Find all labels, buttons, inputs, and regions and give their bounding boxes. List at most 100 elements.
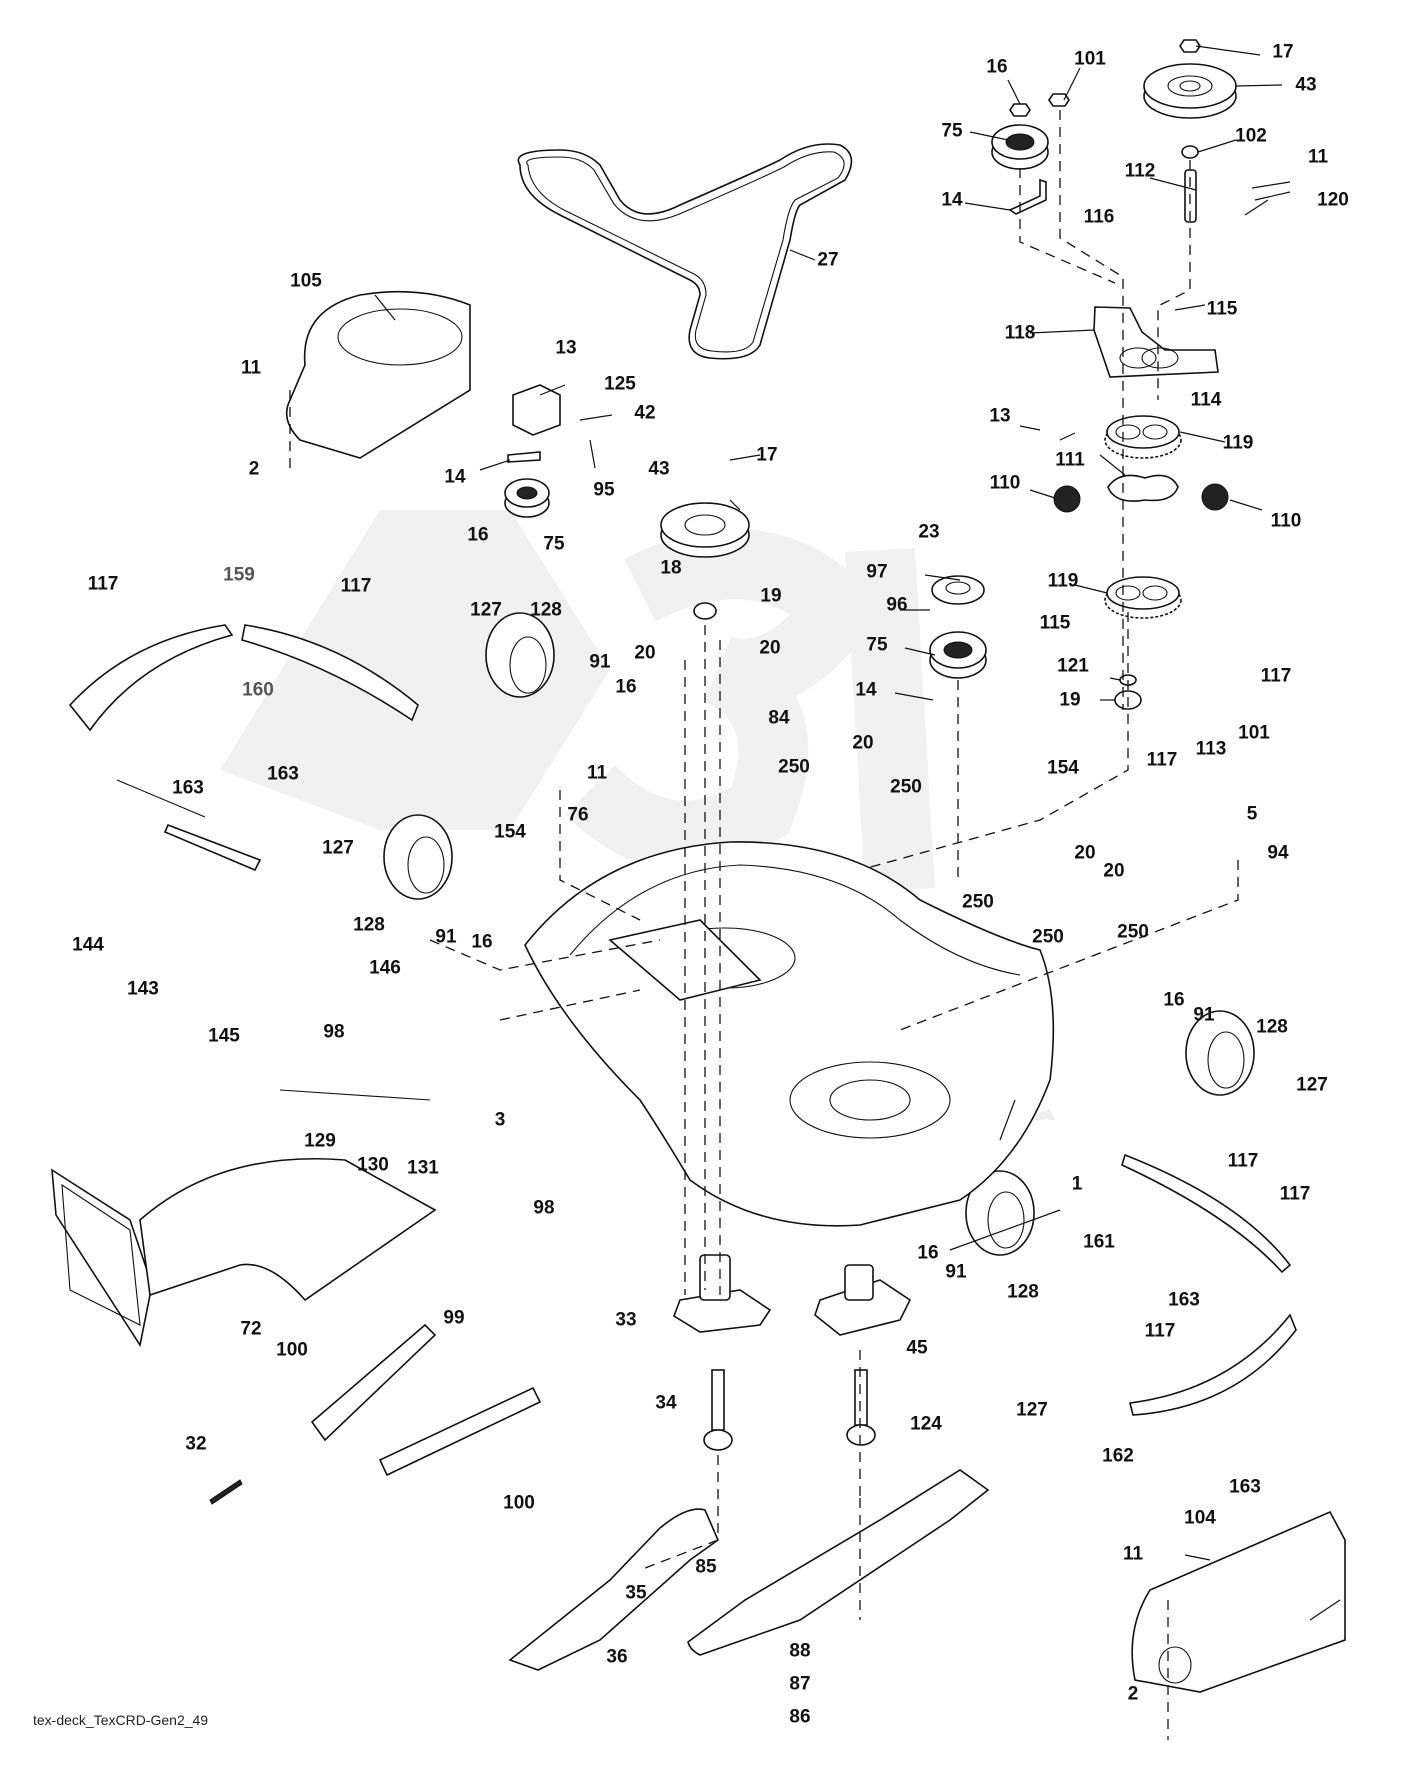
gear-110-right[interactable] bbox=[1201, 483, 1229, 511]
nut-101-top[interactable] bbox=[1048, 93, 1070, 107]
gauge-wheel-128-upper[interactable] bbox=[485, 612, 555, 698]
nut-17-top[interactable] bbox=[1179, 39, 1201, 53]
callout-163-a[interactable]: 163 bbox=[172, 777, 204, 799]
callout-19-right[interactable]: 19 bbox=[1059, 689, 1081, 711]
callout-100-lower[interactable]: 100 bbox=[503, 1492, 535, 1514]
callout-98-upper[interactable]: 98 bbox=[323, 1021, 345, 1043]
callout-117-d[interactable]: 117 bbox=[1146, 749, 1178, 771]
callout-16-left-wheel[interactable]: 16 bbox=[471, 931, 493, 953]
idler-pulley-75-center[interactable] bbox=[929, 631, 987, 679]
plate-118[interactable] bbox=[1093, 306, 1219, 378]
callout-33[interactable]: 33 bbox=[615, 1309, 637, 1331]
callout-45[interactable]: 45 bbox=[906, 1337, 928, 1359]
callout-14-top[interactable]: 14 bbox=[941, 189, 963, 211]
callout-91-lower[interactable]: 91 bbox=[945, 1261, 967, 1283]
gasket-111[interactable] bbox=[1107, 474, 1179, 502]
callout-111[interactable]: 111 bbox=[1055, 449, 1085, 471]
callout-127-lower[interactable]: 127 bbox=[1016, 1399, 1048, 1421]
callout-75-top[interactable]: 75 bbox=[941, 120, 963, 142]
callout-250-c[interactable]: 250 bbox=[962, 891, 994, 913]
callout-127-right[interactable]: 127 bbox=[1296, 1074, 1328, 1096]
callout-145[interactable]: 145 bbox=[208, 1025, 240, 1047]
callout-119-upper[interactable]: 119 bbox=[1222, 432, 1254, 454]
callout-17-top[interactable]: 17 bbox=[1272, 41, 1294, 63]
pulley-43-top[interactable] bbox=[1143, 63, 1237, 119]
callout-2-lower[interactable]: 2 bbox=[1127, 1683, 1139, 1705]
lift-arm-99-upper[interactable] bbox=[310, 1323, 437, 1442]
spindle-housing-45[interactable] bbox=[814, 1264, 912, 1336]
callout-17-center[interactable]: 17 bbox=[756, 444, 778, 466]
callout-127-upper[interactable]: 127 bbox=[470, 599, 502, 621]
idler-pulley-75-left[interactable] bbox=[504, 478, 550, 518]
callout-154-right[interactable]: 154 bbox=[1047, 757, 1079, 779]
callout-20-d[interactable]: 20 bbox=[1074, 842, 1096, 864]
callout-16-upper-wheel[interactable]: 16 bbox=[615, 676, 637, 698]
baffle-162[interactable] bbox=[1129, 1313, 1297, 1416]
callout-161[interactable]: 161 bbox=[1083, 1231, 1115, 1253]
callout-5[interactable]: 5 bbox=[1246, 803, 1258, 825]
callout-43-center[interactable]: 43 bbox=[648, 458, 670, 480]
spindle-bearing-124[interactable] bbox=[846, 1424, 876, 1446]
callout-163-c[interactable]: 163 bbox=[1168, 1289, 1200, 1311]
callout-114[interactable]: 114 bbox=[1190, 389, 1222, 411]
callout-101-top[interactable]: 101 bbox=[1074, 48, 1106, 70]
callout-11-left[interactable]: 11 bbox=[240, 357, 262, 379]
callout-88[interactable]: 88 bbox=[789, 1640, 811, 1662]
callout-117-f[interactable]: 117 bbox=[1279, 1183, 1311, 1205]
gear-119-upper[interactable] bbox=[1104, 415, 1182, 459]
callout-11-lower[interactable]: 11 bbox=[1122, 1543, 1144, 1565]
callout-95[interactable]: 95 bbox=[593, 479, 615, 501]
callout-117-g[interactable]: 117 bbox=[1144, 1320, 1176, 1342]
callout-113[interactable]: 113 bbox=[1195, 738, 1227, 760]
callout-110-left[interactable]: 110 bbox=[989, 472, 1021, 494]
callout-76[interactable]: 76 bbox=[567, 804, 589, 826]
callout-20-a[interactable]: 20 bbox=[634, 642, 656, 664]
callout-91-right[interactable]: 91 bbox=[1193, 1004, 1215, 1026]
callout-121[interactable]: 121 bbox=[1057, 655, 1089, 677]
pulley-43-center[interactable] bbox=[660, 502, 750, 558]
callout-72[interactable]: 72 bbox=[240, 1318, 262, 1340]
callout-143[interactable]: 143 bbox=[127, 978, 159, 1000]
callout-130[interactable]: 130 bbox=[357, 1154, 389, 1176]
gear-110-left[interactable] bbox=[1053, 485, 1081, 513]
callout-100-upper[interactable]: 100 bbox=[276, 1339, 308, 1361]
callout-102[interactable]: 102 bbox=[1235, 125, 1267, 147]
belt-cover-104[interactable] bbox=[1131, 1510, 1346, 1693]
callout-98-lower[interactable]: 98 bbox=[533, 1197, 555, 1219]
callout-16-lower-wheel[interactable]: 16 bbox=[917, 1242, 939, 1264]
callout-3[interactable]: 3 bbox=[494, 1109, 506, 1131]
callout-128-right[interactable]: 128 bbox=[1256, 1016, 1288, 1038]
callout-42[interactable]: 42 bbox=[634, 402, 656, 424]
callout-23[interactable]: 23 bbox=[918, 521, 940, 543]
callout-16-left[interactable]: 16 bbox=[467, 524, 489, 546]
bracket-125[interactable] bbox=[512, 384, 561, 436]
blade-35[interactable] bbox=[508, 1508, 719, 1671]
spring-32[interactable] bbox=[209, 1479, 243, 1505]
callout-163-d[interactable]: 163 bbox=[1229, 1476, 1261, 1498]
bearing-19-center[interactable] bbox=[693, 602, 717, 620]
callout-120[interactable]: 120 bbox=[1317, 189, 1349, 211]
callout-250-e[interactable]: 250 bbox=[1117, 921, 1149, 943]
callout-97[interactable]: 97 bbox=[866, 561, 888, 583]
callout-1[interactable]: 1 bbox=[1071, 1173, 1083, 1195]
callout-2-upper[interactable]: 2 bbox=[248, 458, 260, 480]
pulley-97[interactable] bbox=[931, 575, 985, 605]
callout-250-d[interactable]: 250 bbox=[1032, 926, 1064, 948]
mower-deck-housing-1[interactable] bbox=[524, 841, 1055, 1227]
callout-85[interactable]: 85 bbox=[695, 1556, 717, 1578]
rod-129[interactable] bbox=[279, 1089, 431, 1101]
spindle-shaft-34[interactable] bbox=[711, 1369, 725, 1431]
callout-16-top[interactable]: 16 bbox=[986, 56, 1008, 78]
callout-19-center[interactable]: 19 bbox=[760, 585, 782, 607]
callout-144[interactable]: 144 bbox=[72, 934, 104, 956]
idler-pulley-75-top[interactable] bbox=[991, 124, 1049, 170]
mulch-door-143[interactable] bbox=[163, 823, 262, 872]
callout-125[interactable]: 125 bbox=[604, 373, 636, 395]
pin-144[interactable] bbox=[116, 779, 206, 818]
callout-118[interactable]: 118 bbox=[1004, 322, 1036, 344]
blade-85[interactable] bbox=[687, 1469, 990, 1656]
callout-115-top[interactable]: 115 bbox=[1206, 298, 1238, 320]
spindle-housing-33[interactable] bbox=[673, 1254, 772, 1333]
belt-cover-105[interactable] bbox=[285, 290, 471, 459]
callout-117-c[interactable]: 117 bbox=[1260, 665, 1292, 687]
